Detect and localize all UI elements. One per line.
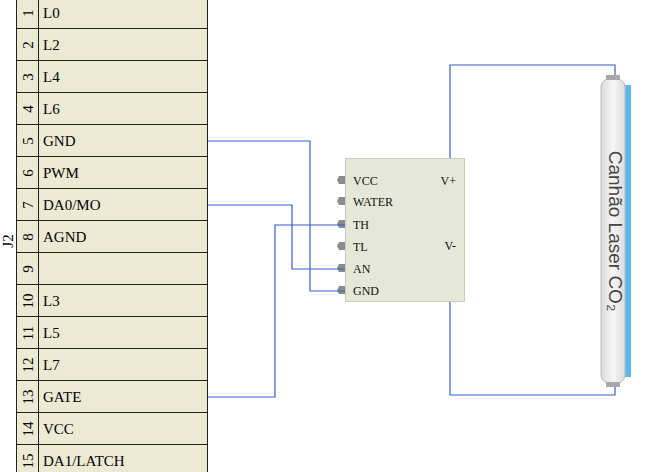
pin-row: 3 L4 xyxy=(17,61,207,93)
connector-label: J2 xyxy=(1,234,16,247)
column-divider xyxy=(38,349,39,380)
wire xyxy=(450,302,615,395)
pin-row: 8 AGND xyxy=(17,221,207,253)
column-divider xyxy=(38,317,39,348)
pin-name: L6 xyxy=(43,102,60,117)
pin-row: 2 L2 xyxy=(17,29,207,61)
pin-name: PWM xyxy=(43,166,79,181)
pin-name: L0 xyxy=(43,6,60,21)
pin-name: DA1/LATCH xyxy=(43,454,125,469)
pin-number: 15 xyxy=(20,454,35,469)
pin-number: 2 xyxy=(20,41,35,49)
pin-name: GND xyxy=(43,134,76,149)
pin-name: GATE xyxy=(43,390,81,405)
wire xyxy=(450,65,615,158)
pin-row: 15 DA1/LATCH xyxy=(17,445,207,472)
pin-row: 4 L6 xyxy=(17,93,207,125)
driver-module: VCC WATER TH TL AN GND V+ V- xyxy=(345,158,465,302)
pin-number: 12 xyxy=(20,358,35,373)
pin-row: 9 xyxy=(17,253,207,285)
pin-row: 13 GATE xyxy=(17,381,207,413)
tube-body xyxy=(601,79,625,383)
column-divider xyxy=(38,285,39,316)
pin-number: 11 xyxy=(20,326,35,340)
pin-row: 6 PWM xyxy=(17,157,207,189)
pin-row: 1 L0 xyxy=(17,0,207,29)
column-divider xyxy=(38,93,39,124)
tube-cap xyxy=(606,75,620,80)
pin-name: L5 xyxy=(43,326,60,341)
pin-number: 7 xyxy=(20,201,35,209)
pin-row: 10 L3 xyxy=(17,285,207,317)
terminal-label: V- xyxy=(444,240,456,252)
pin-row: 11 L5 xyxy=(17,317,207,349)
pin-number: 9 xyxy=(20,265,35,273)
terminal-label: V+ xyxy=(441,175,456,187)
pin-number: 13 xyxy=(20,390,35,405)
terminal-label: AN xyxy=(353,263,370,275)
wire xyxy=(207,225,345,397)
pin-number: 6 xyxy=(20,169,35,177)
column-divider xyxy=(38,253,39,284)
pin-row: 14 VCC xyxy=(17,413,207,445)
pin-row: 7 DA0/MO xyxy=(17,189,207,221)
pin-number: 10 xyxy=(20,294,35,309)
column-divider xyxy=(38,381,39,412)
wire xyxy=(207,205,345,269)
terminal-label: TH xyxy=(353,219,369,231)
column-divider xyxy=(38,157,39,188)
column-divider xyxy=(38,221,39,252)
column-divider xyxy=(38,125,39,156)
pin-number: 4 xyxy=(20,105,35,113)
terminal-label: VCC xyxy=(353,175,378,187)
column-divider xyxy=(38,61,39,92)
column-divider xyxy=(38,0,39,28)
terminal-label: WATER xyxy=(353,196,393,208)
column-divider xyxy=(38,189,39,220)
connector-header: J21L02L23L44L65GND6PWM7DA0/MO8AGND910L31… xyxy=(16,0,208,472)
laser-tube: Canhão Laser CO₂ xyxy=(598,75,632,387)
pin-row: 5 GND xyxy=(17,125,207,157)
pin-number: 1 xyxy=(20,9,35,17)
pin-number: 5 xyxy=(20,137,35,145)
column-divider xyxy=(38,445,39,472)
pin-number: 3 xyxy=(20,73,35,81)
pin-name: L4 xyxy=(43,70,60,85)
pin-name: VCC xyxy=(43,422,74,437)
tube-label: Canhão Laser CO₂ xyxy=(606,151,625,312)
pin-name: L3 xyxy=(43,294,60,309)
pin-name: AGND xyxy=(43,230,86,245)
pin-name: L7 xyxy=(43,358,60,373)
pin-name: DA0/MO xyxy=(43,198,101,213)
wire xyxy=(207,141,345,291)
pin-number: 14 xyxy=(20,422,35,437)
pin-row: 12 L7 xyxy=(17,349,207,381)
pin-number: 8 xyxy=(20,233,35,241)
tube-cap xyxy=(606,382,620,387)
terminal-label: GND xyxy=(353,285,379,297)
column-divider xyxy=(38,29,39,60)
column-divider xyxy=(38,413,39,444)
terminal-label: TL xyxy=(353,241,368,253)
pin-name: L2 xyxy=(43,38,60,53)
